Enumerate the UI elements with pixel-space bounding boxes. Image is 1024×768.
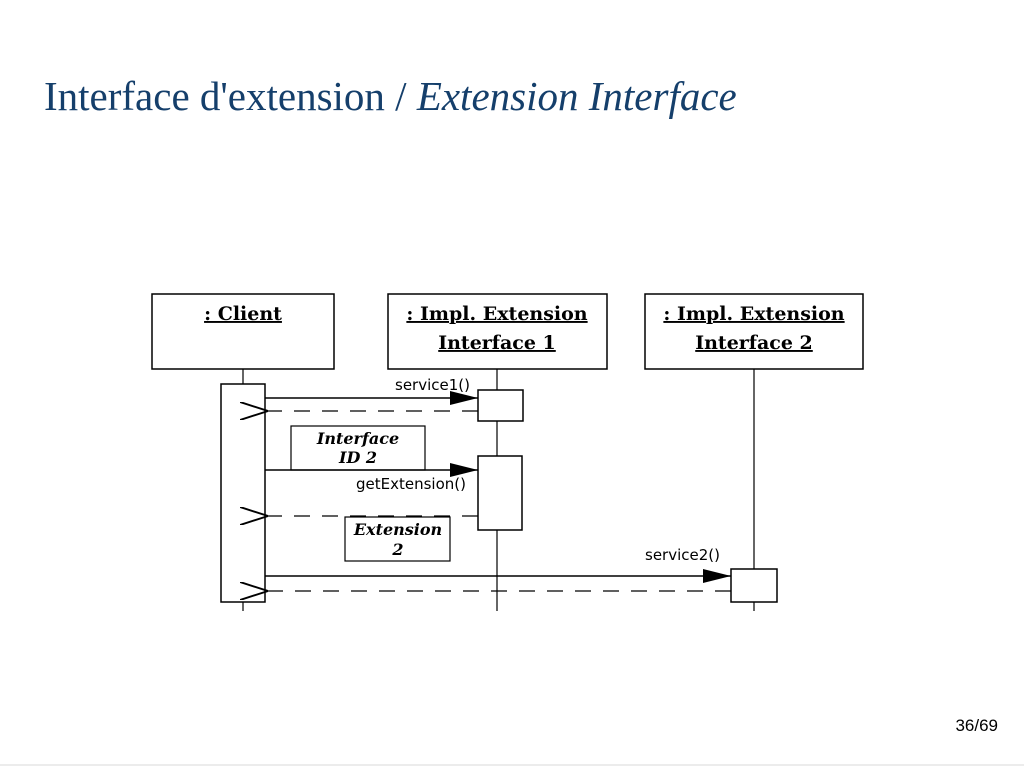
message-label: service1(): [395, 376, 470, 394]
activation-impl-1-a: [477, 389, 524, 422]
activation-impl-2: [730, 568, 778, 603]
slide-title: Interface d'extension / Extension Interf…: [44, 73, 737, 119]
lifeline-label: : Client: [204, 303, 282, 325]
title-italic: Extension Interface: [416, 73, 737, 119]
lifeline-impl-2: : Impl. Extension Interface 2: [644, 293, 864, 370]
message-service1: service1(): [265, 376, 478, 411]
lifeline-label: : Impl. Extension: [663, 303, 844, 325]
bottom-rule: [0, 764, 1024, 766]
message-get-extension: getExtension(): [265, 463, 478, 516]
activation-client: [220, 383, 266, 603]
note-extension: Extension 2: [344, 516, 451, 562]
note-line: ID 2: [338, 448, 377, 467]
note-box: [344, 516, 451, 562]
activation-impl-1-b: [477, 455, 523, 531]
lifeline-label: : Impl. Extension: [406, 303, 587, 325]
lifeline-box: [644, 293, 864, 370]
lifeline-label-line2: Interface 2: [695, 332, 813, 354]
note-line: 2: [391, 540, 403, 559]
message-label: service2(): [645, 546, 720, 564]
note-line: Interface: [316, 429, 399, 448]
page-number: 36/69: [955, 716, 998, 735]
message-service2: service2(): [265, 546, 731, 591]
title-main: Interface d'extension /: [44, 73, 417, 119]
message-label: getExtension(): [356, 475, 466, 493]
lifeline-box: [387, 293, 608, 370]
note-interface-id: Interface ID 2: [290, 425, 426, 471]
note-line: Extension: [353, 520, 442, 539]
lifeline-label-line2: Interface 1: [438, 332, 556, 354]
lifeline-client: : Client: [151, 293, 335, 370]
lifeline-impl-1: : Impl. Extension Interface 1: [387, 293, 608, 370]
